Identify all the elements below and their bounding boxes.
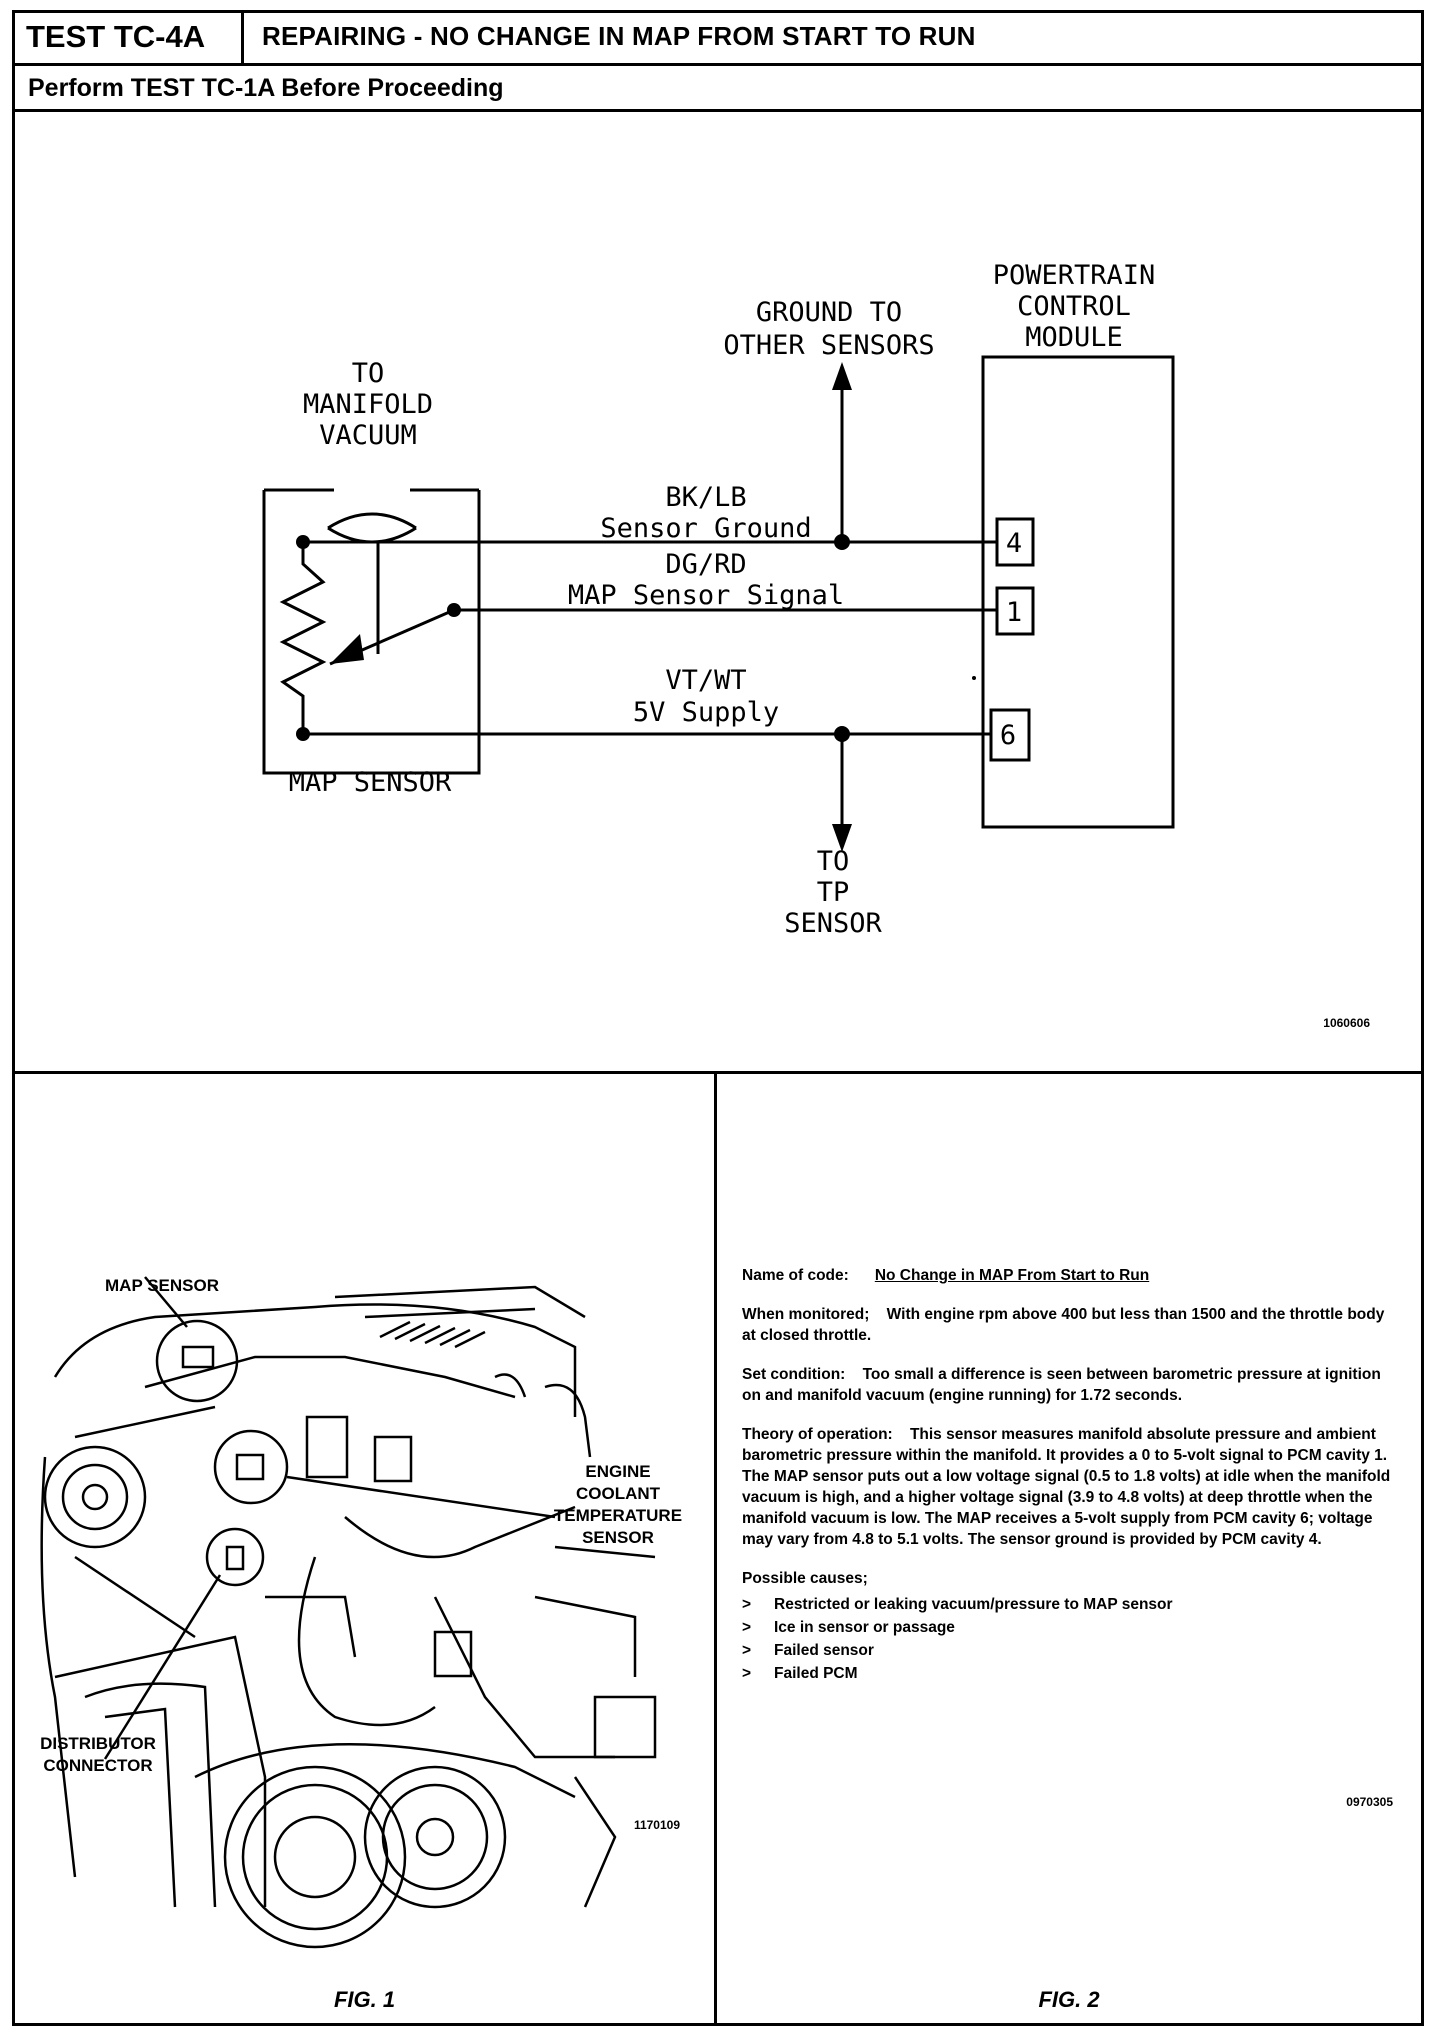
engine-illustration: 1170109 bbox=[40, 1276, 680, 1949]
page-frame bbox=[12, 10, 1424, 2026]
list-item: > Failed PCM bbox=[742, 1662, 1402, 1685]
cause-text: Failed sensor bbox=[774, 1642, 874, 1659]
vacuum-label-3: VACUUM bbox=[319, 420, 417, 451]
test-title: REPAIRING - NO CHANGE IN MAP FROM START … bbox=[262, 21, 976, 51]
sensor-box-outline bbox=[262, 490, 481, 775]
figure-2: Name of code: No Change in MAP From Start… bbox=[717, 1077, 1421, 2023]
test-id: TEST TC-4A bbox=[12, 10, 244, 63]
wire-color-supply: VT/WT bbox=[665, 665, 746, 696]
name-of-code-label: Name of code: bbox=[742, 1267, 849, 1284]
ground-label-1: GROUND TO bbox=[756, 297, 902, 328]
ground-arrowhead bbox=[832, 362, 852, 390]
fig1-caption: FIG. 1 bbox=[333, 1987, 396, 2012]
distributor-callout: DISTRIBUTOR CONNECTOR bbox=[23, 1733, 173, 1777]
wiper-arrowhead bbox=[330, 634, 364, 664]
pcm-label-3: MODULE bbox=[1025, 322, 1123, 353]
ect-sensor-callout: ENGINE COOLANT TEMPERATURE SENSOR bbox=[543, 1461, 693, 1549]
when-monitored-row: When monitored; With engine rpm above 40… bbox=[742, 1304, 1402, 1346]
ect-label-line1: ENGINE bbox=[585, 1462, 651, 1481]
set-condition-label: Set condition: bbox=[742, 1366, 846, 1383]
bullet-icon: > bbox=[742, 1596, 752, 1613]
distributor-label-line1: DISTRIBUTOR bbox=[40, 1734, 156, 1753]
theory-label: Theory of operation: bbox=[742, 1426, 893, 1443]
figure-1: 1170109 MAP SENSOR ENGINE COOLANT TEMPER… bbox=[15, 1077, 714, 2023]
list-item: > Ice in sensor or passage bbox=[742, 1616, 1402, 1639]
name-of-code-value: No Change in MAP From Start to Run bbox=[874, 1267, 1150, 1284]
cause-text: Ice in sensor or passage bbox=[774, 1619, 955, 1636]
cause-text: Restricted or leaking vacuum/pressure to… bbox=[774, 1596, 1173, 1613]
wiring-diagram-svg: POWERTRAIN CONTROL MODULE GROUND TO OTHE… bbox=[262, 260, 1370, 1030]
list-item: > Restricted or leaking vacuum/pressure t… bbox=[742, 1593, 1402, 1616]
wire-name-signal: MAP Sensor Signal bbox=[568, 580, 844, 611]
ect-label-line2: COOLANT bbox=[575, 1484, 661, 1503]
tp-label-1: TO bbox=[817, 846, 850, 877]
set-condition-row: Set condition: Too small a difference is… bbox=[742, 1364, 1402, 1406]
code-description: Name of code: No Change in MAP From Start… bbox=[742, 1265, 1402, 1685]
bullet-icon: > bbox=[742, 1642, 752, 1659]
wire-name-ground: Sensor Ground bbox=[600, 513, 811, 544]
header-row: TEST TC-4A REPAIRING - NO CHANGE IN MAP … bbox=[12, 10, 1424, 66]
pcm-label-2: CONTROL bbox=[1017, 291, 1131, 322]
map-sensor-callout: MAP SENSOR bbox=[105, 1276, 219, 1295]
theory-text: This sensor measures manifold absolute p… bbox=[742, 1426, 1391, 1548]
fig1-figure-code: 1170109 bbox=[634, 1818, 680, 1832]
fig2-figure-code: 0970305 bbox=[1346, 1795, 1393, 1809]
when-monitored-label: When monitored; bbox=[742, 1306, 870, 1323]
pin-4: 4 bbox=[1006, 528, 1022, 559]
tp-label-3: SENSOR bbox=[784, 908, 882, 939]
tp-label-2: TP bbox=[817, 877, 850, 908]
ect-label-line3: TEMPERATURE bbox=[553, 1506, 683, 1525]
possible-causes-label: Possible causes; bbox=[742, 1570, 868, 1587]
wire-color-signal: DG/RD bbox=[665, 549, 746, 580]
prerequisite-row: Perform TEST TC-1A Before Proceeding bbox=[12, 66, 1424, 112]
bullet-icon: > bbox=[742, 1665, 752, 1682]
diagram-figure-code: 1060606 bbox=[1323, 1016, 1370, 1030]
prerequisite-text: Perform TEST TC-1A Before Proceeding bbox=[28, 74, 504, 102]
theory-row: Theory of operation: This sensor measure… bbox=[742, 1424, 1402, 1550]
pin-6: 6 bbox=[1000, 720, 1016, 751]
vacuum-label-1: TO bbox=[352, 358, 385, 389]
fig2-caption: FIG. 2 bbox=[1038, 1987, 1100, 2012]
bullet-icon: > bbox=[742, 1619, 752, 1636]
distributor-label-line2: CONNECTOR bbox=[43, 1756, 153, 1775]
vacuum-label-2: MANIFOLD bbox=[303, 389, 433, 420]
pin-1: 1 bbox=[1006, 597, 1022, 628]
pcm-box bbox=[981, 355, 1175, 829]
wiring-diagram: POWERTRAIN CONTROL MODULE GROUND TO OTHE… bbox=[12, 112, 1424, 1074]
supply-arrowhead bbox=[832, 824, 852, 852]
name-of-code-row: Name of code: No Change in MAP From Start… bbox=[742, 1265, 1402, 1286]
wire-color-ground: BK/LB bbox=[665, 482, 746, 513]
ground-label-2: OTHER SENSORS bbox=[723, 330, 934, 361]
wire-name-supply: 5V Supply bbox=[633, 697, 779, 728]
causes-list: > Restricted or leaking vacuum/pressure t… bbox=[742, 1593, 1402, 1685]
when-monitored-text: With engine rpm above 400 but less than … bbox=[742, 1306, 1385, 1344]
cause-text: Failed PCM bbox=[774, 1665, 858, 1682]
resistor bbox=[279, 542, 327, 734]
list-item: > Failed sensor bbox=[742, 1639, 1402, 1662]
figure-divider bbox=[714, 1074, 717, 2026]
set-condition-text: Too small a difference is seen between b… bbox=[742, 1366, 1381, 1404]
pcm-label-1: POWERTRAIN bbox=[993, 260, 1156, 291]
ect-label-line4: SENSOR bbox=[582, 1528, 654, 1547]
